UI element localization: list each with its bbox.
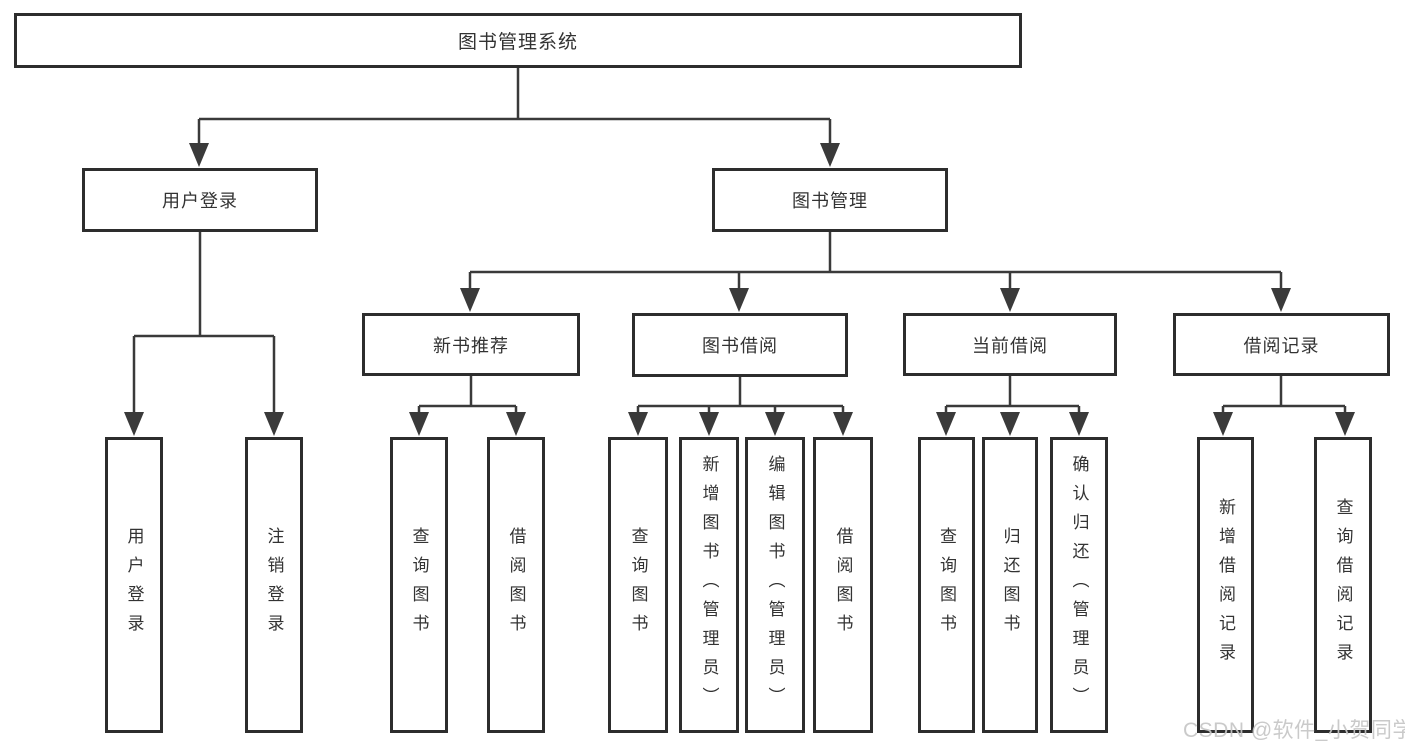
- leaf-query-borrow-record: 查询借阅记录: [1314, 437, 1372, 733]
- leaf-logout: 注销登录: [245, 437, 303, 733]
- leaf-add-borrow-record: 新增借阅记录: [1197, 437, 1254, 733]
- leaf-borrow-books-2: 借阅图书: [813, 437, 873, 733]
- node-root: 图书管理系统: [14, 13, 1022, 68]
- arrow-icon: [936, 412, 956, 436]
- leaf-label: 归还图书: [1000, 527, 1020, 643]
- arrow-icon: [189, 143, 209, 167]
- arrow-icon: [833, 412, 853, 436]
- arrow-icon: [820, 143, 840, 167]
- leaf-edit-books-admin: 编辑图书（管理员）: [745, 437, 805, 733]
- tree-edges: [132, 68, 1347, 416]
- leaf-add-books-admin: 新增图书（管理员）: [679, 437, 739, 733]
- node-label: 图书借阅: [702, 336, 778, 356]
- node-label: 当前借阅: [972, 335, 1048, 356]
- arrowheads: [124, 143, 1355, 436]
- node-new-book-recommend: 新书推荐: [362, 313, 580, 376]
- leaf-label: 查询借阅记录: [1333, 498, 1353, 672]
- node-root-label: 图书管理系统: [457, 32, 578, 53]
- leaf-label: 编辑图书（管理员）: [765, 454, 785, 716]
- arrow-icon: [699, 412, 719, 436]
- leaf-label: 查询图书: [628, 527, 648, 643]
- arrow-icon: [765, 412, 785, 436]
- leaf-label: 确认归还（管理员）: [1069, 454, 1089, 716]
- csdn-watermark: CSDN @软件_小贺同学: [1183, 719, 1405, 742]
- arrow-icon: [124, 412, 144, 436]
- leaf-query-books-1: 查询图书: [390, 437, 448, 733]
- arrow-icon: [628, 412, 648, 436]
- leaf-label: 查询图书: [409, 527, 429, 643]
- arrow-icon: [1271, 288, 1291, 312]
- leaf-label: 注销登录: [264, 527, 284, 643]
- arrow-icon: [1069, 412, 1089, 436]
- node-book-management: 图书管理: [712, 168, 948, 232]
- arrow-icon: [1335, 412, 1355, 436]
- leaf-query-books-2: 查询图书: [608, 437, 668, 733]
- arrow-icon: [729, 288, 749, 312]
- arrow-icon: [1213, 412, 1233, 436]
- leaf-confirm-return-admin: 确认归还（管理员）: [1050, 437, 1108, 733]
- leaf-label: 用户登录: [124, 527, 144, 643]
- leaf-user-login: 用户登录: [105, 437, 163, 733]
- node-label: 用户登录: [162, 191, 238, 211]
- node-label: 借阅记录: [1243, 335, 1320, 356]
- leaf-query-books-3: 查询图书: [918, 437, 975, 733]
- arrow-icon: [1000, 412, 1020, 436]
- arrow-icon: [264, 412, 284, 436]
- node-label: 新书推荐: [433, 335, 509, 356]
- node-book-borrow: 图书借阅: [632, 313, 848, 377]
- arrow-icon: [409, 412, 429, 436]
- leaf-label: 新增借阅记录: [1216, 498, 1235, 672]
- arrow-icon: [1000, 288, 1020, 312]
- node-user-login-branch: 用户登录: [82, 168, 318, 232]
- leaf-borrow-books-1: 借阅图书: [487, 437, 545, 733]
- arrow-icon: [506, 412, 526, 436]
- node-label: 图书管理: [792, 191, 868, 211]
- leaf-label: 借阅图书: [833, 527, 853, 643]
- leaf-label: 查询图书: [937, 527, 956, 643]
- arrow-icon: [460, 288, 480, 312]
- leaf-label: 借阅图书: [506, 527, 526, 643]
- leaf-return-books: 归还图书: [982, 437, 1038, 733]
- leaf-label: 新增图书（管理员）: [699, 454, 719, 716]
- node-borrow-records: 借阅记录: [1173, 313, 1390, 376]
- node-current-borrow: 当前借阅: [903, 313, 1117, 376]
